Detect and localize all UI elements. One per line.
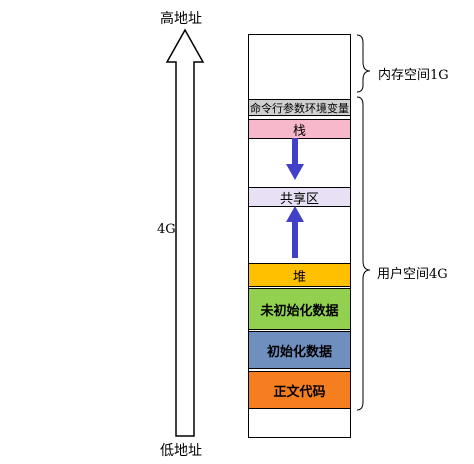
segment-shared-label: 共享区 (279, 191, 319, 207)
address-space-column: 命令行参数环境变量 栈 共享区 堆 未初始化数据 初始化数据 正文代码 (248, 34, 351, 438)
segment-heap-label: 堆 (292, 269, 306, 285)
segment-env-args-label: 命令行参数环境变量 (250, 101, 349, 115)
low-address-label: 低地址 (160, 443, 202, 459)
segment-bss: 未初始化数据 (249, 288, 350, 330)
segment-data: 初始化数据 (249, 331, 350, 369)
user-space-brace (356, 96, 371, 411)
kernel-space-brace (356, 34, 371, 93)
segment-shared: 共享区 (249, 187, 350, 207)
segment-heap: 堆 (249, 263, 350, 287)
segment-stack-label: 栈 (292, 123, 306, 139)
segment-stack: 栈 (249, 119, 350, 139)
segment-data-label: 初始化数据 (266, 344, 332, 360)
high-address-label: 高地址 (160, 11, 202, 27)
kernel-space-label: 内存空间1G (378, 68, 449, 83)
address-direction-arrow (165, 28, 205, 437)
total-size-label: 4G (157, 222, 176, 237)
segment-text: 正文代码 (249, 371, 350, 409)
segment-text-label: 正文代码 (273, 384, 326, 400)
segment-env-args: 命令行参数环境变量 (249, 99, 350, 116)
user-space-label: 用户空间4G (377, 267, 448, 282)
heap-growth-arrow (286, 206, 304, 258)
segment-bss-label: 未初始化数据 (260, 303, 339, 319)
stack-growth-arrow (286, 138, 304, 180)
